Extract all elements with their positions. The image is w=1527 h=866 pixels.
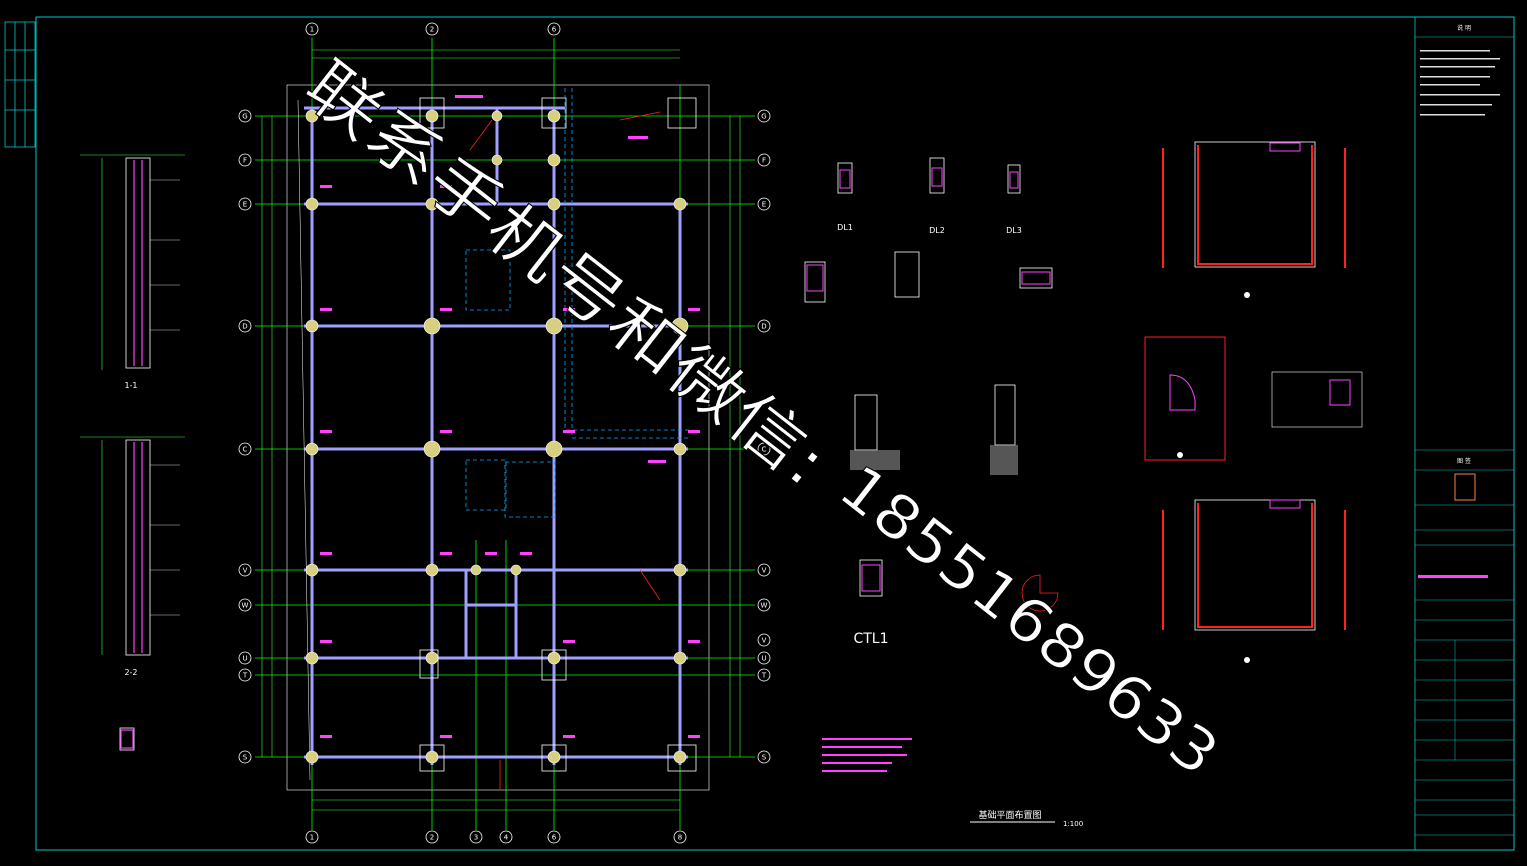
grid-left-4-label: C: [243, 446, 248, 454]
grid-top-1-label: 2: [430, 26, 434, 34]
grid-left-9-label: S: [243, 754, 248, 762]
grid-left-1-label: F: [243, 157, 247, 165]
grid-bottom-0-label: 1: [310, 834, 314, 842]
grid-bottom-2-label: 3: [474, 834, 478, 842]
grid-bottom-1-bubble: [425, 830, 439, 844]
grid-right-7-bubble: [757, 633, 771, 647]
grid-bottom-3-bubble: [499, 830, 513, 844]
grid-top-0-label: 1: [310, 26, 314, 34]
grid-bubbles: 1 2 6 1 2 3 4 6 8 G F E D C V W U T S G F E D C V W V U T S: [238, 22, 771, 844]
grid-right-9-label: T: [761, 672, 767, 680]
grid-top-0-bubble: [305, 22, 319, 36]
company-logo: [1454, 473, 1476, 501]
section-2-label: 2-2: [124, 668, 137, 677]
grid-right-2-label: E: [762, 201, 766, 209]
grid-left-0-label: G: [242, 113, 247, 121]
grid-right-8-bubble: [757, 651, 771, 665]
grid-left-3-label: D: [242, 323, 247, 331]
grid-right-0-label: G: [761, 113, 766, 121]
grid-left-3-bubble: [238, 319, 252, 333]
grid-right-10-label: S: [762, 754, 767, 762]
plan-scale: 1:100: [1063, 820, 1083, 828]
grid-left-8-label: T: [242, 672, 248, 680]
grid-right-3-bubble: [757, 319, 771, 333]
grid-right-3-label: D: [761, 323, 766, 331]
grid-right-0-bubble: [757, 109, 771, 123]
grid-left-0-bubble: [238, 109, 252, 123]
notes-header: 说 明: [1457, 24, 1471, 32]
grid-left-9-bubble: [238, 750, 252, 764]
grid-left-6-bubble: [238, 598, 252, 612]
pit-sections: [1144, 141, 1363, 663]
grid-left-5-label: V: [243, 567, 248, 575]
grid-left-2-bubble: [238, 197, 252, 211]
grid-left-2-label: E: [243, 201, 247, 209]
grid-left-6-label: W: [242, 602, 249, 610]
grid-right-4-label: C: [762, 446, 767, 454]
foundation-plan: [255, 38, 755, 830]
detail-ctl1-label: CTL1: [853, 631, 888, 647]
plan-title: 基础平面布置图: [978, 809, 1041, 821]
section-details-left: 1-1 2-2: [80, 154, 185, 751]
grid-bottom-0-bubble: [305, 830, 319, 844]
grid-left-7-label: U: [242, 655, 247, 663]
grid-left-4-bubble: [238, 442, 252, 456]
grid-bottom-2-bubble: [469, 830, 483, 844]
middle-details: DL1 DL2 DL3 CTL1 基础平面布置图 1:100: [804, 157, 1083, 828]
grid-top-2-bubble: [547, 22, 561, 36]
grid-bottom-5-label: 8: [678, 834, 682, 842]
grid-right-5-bubble: [757, 563, 771, 577]
grid-bottom-4-bubble: [547, 830, 561, 844]
title-block: 说 明 图 签: [1414, 16, 1515, 851]
grid-right-10-bubble: [757, 750, 771, 764]
grid-bottom-4-label: 6: [552, 834, 557, 842]
grid-right-8-label: U: [761, 655, 766, 663]
grid-left-7-bubble: [238, 651, 252, 665]
title-block-header: 图 签: [1457, 457, 1471, 465]
grid-top-2-label: 6: [552, 26, 557, 34]
grid-top-1-bubble: [425, 22, 439, 36]
grid-right-9-bubble: [757, 668, 771, 682]
grid-right-4-bubble: [757, 442, 771, 456]
grid-right-1-label: F: [762, 157, 766, 165]
grid-right-6-bubble: [757, 598, 771, 612]
detail-dl3-label: DL3: [1006, 226, 1022, 235]
grid-right-7-label: V: [762, 637, 767, 645]
grid-bottom-3-label: 4: [504, 834, 509, 842]
grid-left-8-bubble: [238, 668, 252, 682]
grid-bottom-1-label: 2: [430, 834, 434, 842]
grid-right-1-bubble: [757, 153, 771, 167]
revision-strip: [4, 21, 36, 148]
grid-bottom-5-bubble: [673, 830, 687, 844]
grid-right-5-label: V: [762, 567, 767, 575]
plan-outline: [286, 84, 710, 791]
grid-left-5-bubble: [238, 563, 252, 577]
detail-dl2-label: DL2: [929, 226, 945, 235]
detail-dl1-label: DL1: [837, 223, 853, 232]
grid-right-6-label: W: [761, 602, 768, 610]
grid-left-1-bubble: [238, 153, 252, 167]
section-1-label: 1-1: [124, 381, 137, 390]
grid-right-2-bubble: [757, 197, 771, 211]
